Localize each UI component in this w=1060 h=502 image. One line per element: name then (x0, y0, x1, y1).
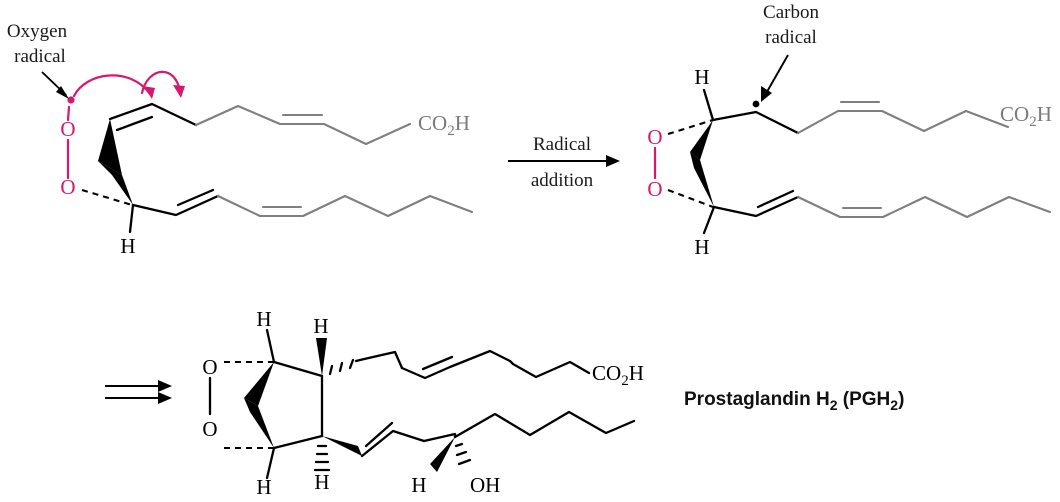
carbon-radical-label-line2: radical (765, 27, 817, 48)
pgh2-carboxyl-label: CO2H (592, 361, 644, 389)
intermediate-lower-chain-black (712, 195, 800, 218)
pgh2-h-junction-top-label: H (313, 314, 328, 338)
carbon-radical-label-line1: Carbon (763, 2, 819, 23)
mechanism-curly-arrows (72, 70, 185, 99)
intermediate-structure: O O H H CO2H (647, 65, 1051, 259)
oxygen-radical-pointer-arrowhead (56, 86, 69, 99)
oxygen-radical-stub (66, 105, 71, 122)
pgh2-bridge-wedge-lower (244, 398, 274, 448)
pgh2-alpha-chain-hash (328, 358, 355, 376)
intermediate-upper-chain-gray (796, 109, 1010, 135)
pgh2-h-junction-top-wedge (316, 338, 327, 376)
oxygen-radical-label-line1: Oxygen (7, 21, 68, 42)
pgh2-omega-wedge (322, 436, 362, 456)
carbon-radical-dot (752, 100, 760, 108)
reaction-arrow-label-above: Radical (533, 134, 591, 155)
pgh2-h-ring-bottom-bond (265, 446, 276, 480)
intermediate-upper-chain-black (711, 110, 800, 135)
pgh2-h-ring-top-label: H (256, 307, 271, 331)
pgh2-ring-bond-top (272, 360, 324, 378)
reactant-o-stereo-dashed-bond (81, 188, 133, 207)
pgh2-o-upper-label: O (202, 355, 217, 379)
curly-arrow-major-head (143, 86, 155, 99)
pgh2-o-lower-label: O (202, 417, 217, 441)
intermediate-o-upper-dashed-bond (667, 118, 714, 136)
reactant-o-upper-label: O (60, 117, 75, 141)
oxygen-radical-label-line2: radical (14, 46, 66, 67)
reaction-arrow-label-below: addition (531, 170, 594, 191)
pgh2-omega-tail (453, 410, 636, 439)
reactant-lower-chain-gray (216, 194, 474, 218)
oxygen-radical-annotation: Oxygen radical (7, 21, 69, 99)
reactant-lower-chain-black (131, 194, 220, 217)
reactant-double-bond-inner-1 (115, 115, 154, 132)
pgh2-carbinol-h-label: H (411, 473, 426, 497)
intermediate-lower-chain-gray (796, 195, 1052, 219)
oxygen-radical-dot (67, 96, 75, 104)
reactant-wedge-upper (98, 119, 122, 175)
pgh2-hydroxyl-label: OH (470, 473, 500, 497)
reactant-upper-chain-black (108, 102, 198, 127)
multistep-arrow-group (105, 380, 172, 404)
intermediate-h-bottom-bond (702, 205, 716, 235)
reaction-arrow-group: Radical addition (508, 134, 620, 191)
intermediate-h-bottom-label: H (694, 235, 709, 259)
product-name-label: Prostaglandin H2 (PGH2) (684, 389, 904, 413)
carbon-radical-pointer-line (763, 54, 789, 98)
intermediate-wedge-upper (690, 120, 713, 160)
intermediate-lower-double-bond-inner-1 (756, 189, 795, 209)
pgh2-structure: O O H H H H (202, 307, 643, 499)
pgh2-hydroxyl-hash (454, 442, 472, 466)
pgh2-alpha-double-bond-inner (421, 355, 454, 371)
reactant-ch-bond (128, 203, 135, 234)
intermediate-h-top-label: H (694, 65, 709, 89)
reactant-upper-chain-gray (194, 104, 412, 146)
reaction-arrow-head (606, 155, 620, 167)
pgh2-alpha-chain-start (354, 350, 404, 370)
intermediate-carboxyl-label: CO2H (1000, 102, 1052, 130)
intermediate-h-top-bond (702, 88, 715, 122)
intermediate-o-lower-label: O (647, 177, 662, 201)
reactant-h-label: H (120, 234, 135, 258)
pgh2-h-ring-bottom-label: H (256, 475, 271, 499)
curly-arrow-major (72, 74, 152, 98)
pgh2-bridge-wedge-upper (244, 362, 274, 406)
pgh2-h-junction-bottom-hash (313, 444, 331, 472)
reactant-o-lower-label: O (60, 175, 75, 199)
curly-arrow-minor (140, 70, 182, 95)
curly-arrow-minor-head (173, 85, 185, 98)
reactant-structure: O O H CO2H (60, 96, 474, 258)
multistep-arrow-head-top (158, 380, 172, 392)
intermediate-o-upper-label: O (647, 125, 662, 149)
carbon-radical-annotation: Carbon radical (761, 2, 819, 102)
reactant-carboxyl-label: CO2H (418, 111, 470, 139)
pgh2-alpha-chain (400, 349, 591, 380)
pgh2-omega-trans-alkene (360, 429, 426, 458)
pgh2-omega-double-bond-inner (364, 421, 394, 448)
pgh2-ring-bond-bottom (272, 434, 324, 450)
multistep-arrow-head-bottom (158, 392, 172, 404)
pgh2-h-ring-top-bond (265, 328, 276, 364)
pgh2-h-junction-bottom-label: H (314, 470, 329, 494)
pgh2-carbinol-h-wedge (430, 437, 455, 472)
carbon-radical-pointer-arrowhead (761, 86, 772, 102)
intermediate-o-lower-dashed-bond (667, 189, 714, 208)
reactant-lower-double-bond-inner-1 (176, 188, 215, 207)
intermediate-wedge-lower (690, 152, 714, 207)
